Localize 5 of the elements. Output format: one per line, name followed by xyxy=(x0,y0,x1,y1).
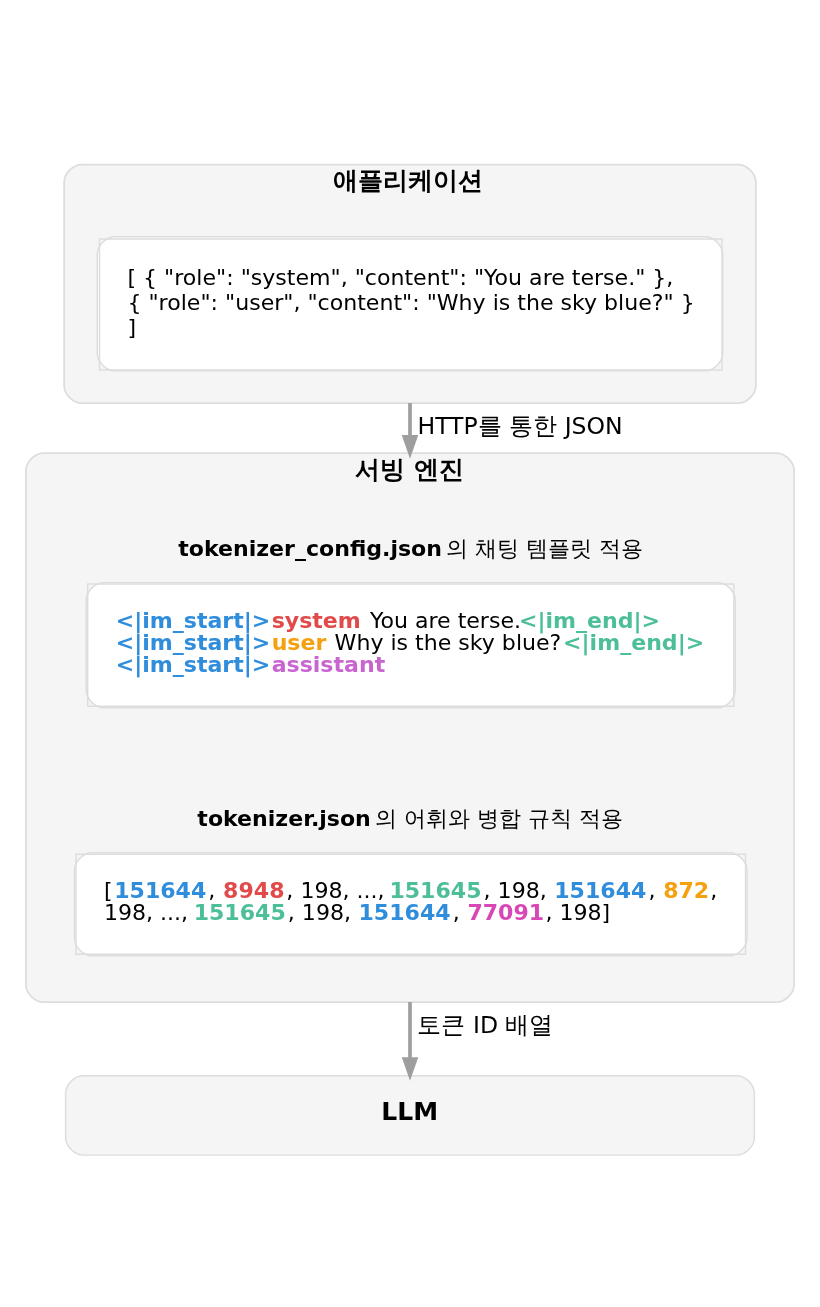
arrow xyxy=(401,402,419,459)
edge-label: 토큰 ID 배열 xyxy=(417,1010,554,1039)
edge-label: HTTP를 통한 JSON xyxy=(417,411,623,440)
arrow xyxy=(401,1001,419,1081)
node-box: LLM xyxy=(64,1074,756,1156)
